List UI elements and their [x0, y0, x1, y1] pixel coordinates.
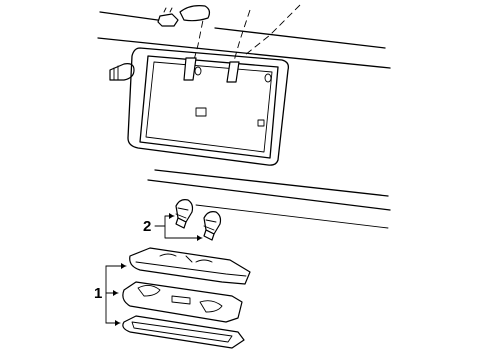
lamp-lens — [122, 281, 243, 323]
side-bulb — [109, 63, 135, 81]
lamp-gasket — [122, 315, 245, 349]
wedge-bulb-lower — [203, 211, 222, 241]
license-plate-pocket — [127, 47, 290, 166]
callout-2-leader — [154, 213, 203, 241]
wedge-bulb-upper — [175, 199, 194, 229]
lamp-housing — [129, 247, 251, 285]
socket-clip-part — [157, 5, 211, 27]
callout-1-label: 1 — [94, 285, 103, 302]
callout-2-label: 2 — [143, 218, 152, 235]
callout-1-leader — [105, 263, 127, 326]
